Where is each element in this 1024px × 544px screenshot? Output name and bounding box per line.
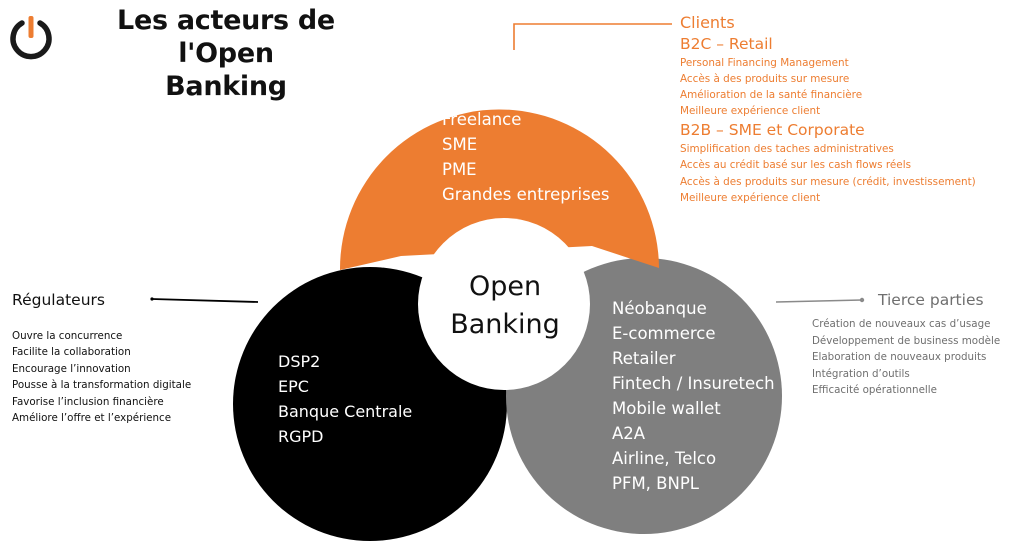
regulateurs-item: Favorise l’inclusion financière <box>12 395 164 408</box>
tierce-item: Intégration d’outils <box>812 367 910 380</box>
tierce-annotation: Tierce parties Création de nouveaux cas … <box>812 290 1000 399</box>
page-title-line1: Les acteurs de l'Open <box>117 5 335 69</box>
b2b-item: Meilleure expérience client <box>680 191 821 204</box>
clients-segment-list: Particuliers Freelance SME PME Grandes e… <box>442 82 609 207</box>
clients-segment <box>339 109 659 270</box>
clients-segment-item: Freelance <box>442 110 522 129</box>
power-logo-icon <box>10 16 52 60</box>
tierce-item: Développement de business modèle <box>812 334 1001 347</box>
regulateurs-item: Ouvre la concurrence <box>12 330 123 342</box>
clients-segment-item: SME <box>442 135 478 154</box>
tierce-connector-dot <box>859 297 865 303</box>
tierce-segment-item: Retailer <box>612 349 676 368</box>
tierce-segment-item: PFM, BNPL <box>612 474 699 493</box>
center-label: Open Banking <box>420 268 590 344</box>
tierce-segment-list: Néobanque E-commerce Retailer Fintech / … <box>612 296 775 496</box>
clients-connector <box>513 23 672 50</box>
b2c-title: B2C – Retail <box>680 35 773 53</box>
b2c-item: Meilleure expérience client <box>680 105 821 118</box>
tierce-segment-item: Airline, Telco <box>612 449 717 468</box>
b2c-item: Personal Financing Management <box>680 57 849 69</box>
regulateurs-item: Encourage l’innovation <box>12 362 131 375</box>
tierce-item: Efficacité opérationnelle <box>812 384 937 397</box>
b2c-item: Amélioration de la santé financière <box>680 89 863 102</box>
b2c-item: Accès à des produits sur mesure <box>680 73 850 86</box>
tierce-heading: Tierce parties <box>878 291 984 309</box>
clients-segment-item: Particuliers <box>442 85 534 104</box>
regulateurs-connector-dot <box>150 297 154 301</box>
tierce-segment-item: A2A <box>612 424 646 443</box>
regulateurs-item: Pousse à la transformation digitale <box>12 379 192 392</box>
tierce-segment-item: Néobanque <box>612 299 707 318</box>
page-title-line2: Banking <box>165 71 287 102</box>
regulateurs-connector <box>151 298 259 303</box>
regulateurs-item: Améliore l’offre et l’expérience <box>12 412 172 425</box>
tierce-segment-item: E-commerce <box>612 324 716 343</box>
b2b-title: B2B – SME et Corporate <box>680 121 865 140</box>
center-label-line1: Open <box>468 271 542 302</box>
b2b-item: Simplification des taches administrative… <box>680 143 894 156</box>
clients-heading: Clients <box>680 13 735 32</box>
center-label-line2: Banking <box>450 309 560 340</box>
page-title: Les acteurs de l'Open Banking <box>66 4 386 103</box>
regulateurs-segment-item: RGPD <box>278 427 324 446</box>
tierce-item: Création de nouveaux cas d’usage <box>812 318 991 330</box>
regulateurs-heading: Régulateurs <box>12 291 105 309</box>
regulateurs-annotation: Régulateurs Ouvre la concurrence Facilit… <box>12 290 191 426</box>
regulateurs-segment-item: Banque Centrale <box>278 402 413 421</box>
clients-segment-item: Grandes entreprises <box>442 185 610 204</box>
tierce-item: Elaboration de nouveaux produits <box>812 351 987 364</box>
clients-annotation: Clients B2C – Retail Personal Financing … <box>680 12 976 206</box>
tierce-segment-item: Fintech / Insuretech <box>612 374 775 393</box>
regulateurs-segment-item: EPC <box>278 377 309 396</box>
tierce-segment-item: Mobile wallet <box>612 399 721 418</box>
clients-segment-item: PME <box>442 160 477 179</box>
b2b-item: Accès à des produits sur mesure (crédit,… <box>680 175 976 188</box>
tierce-connector <box>775 299 863 303</box>
regulateurs-segment-list: DSP2 EPC Banque Centrale RGPD <box>278 349 412 449</box>
center-hub <box>418 218 590 390</box>
regulateurs-segment-item: DSP2 <box>278 352 321 371</box>
regulateurs-item: Facilite la collaboration <box>12 346 131 359</box>
b2b-item: Accès au crédit basé sur les cash flows … <box>680 159 911 172</box>
